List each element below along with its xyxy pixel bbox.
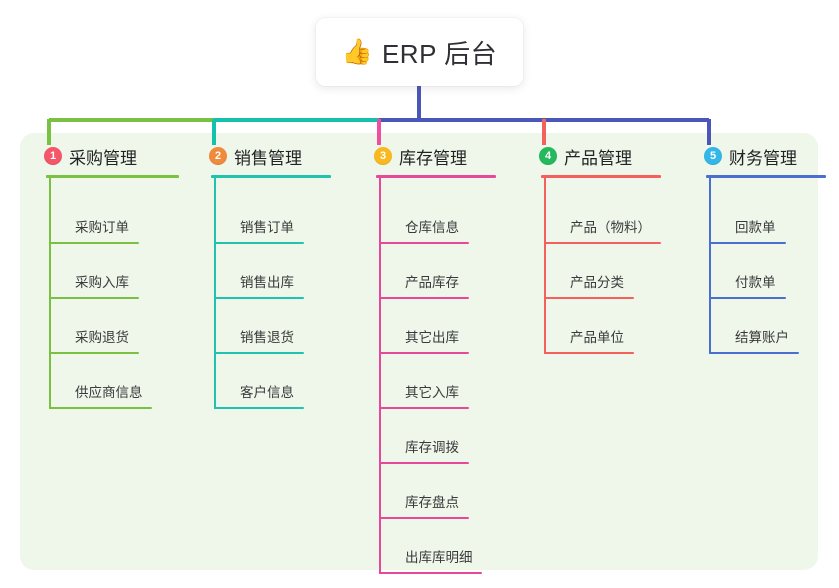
leaf-node-rule (379, 297, 469, 299)
leaf-node-rule (544, 242, 661, 244)
root-node-title: ERP 后台 (381, 38, 498, 69)
leaf-node-rule (49, 297, 139, 299)
leaf-node-rule (379, 572, 482, 574)
leaf-node[interactable]: 其它入库 (379, 365, 479, 420)
leaf-node-label: 供应商信息 (75, 385, 143, 400)
leaf-node[interactable]: 回款单 (709, 200, 796, 255)
root-node-erp-backend[interactable]: 👍 ERP 后台 (316, 18, 523, 86)
column-header-4[interactable]: 4 产品管理 (528, 143, 632, 169)
leaf-node-rule (214, 242, 304, 244)
column-header-rule (211, 175, 331, 178)
leaf-node[interactable]: 库存盘点 (379, 475, 479, 530)
column-header-2[interactable]: 2 销售管理 (198, 143, 302, 169)
column-badge-5: 5 (704, 147, 722, 165)
leaf-node-rule (49, 352, 139, 354)
leaf-node-label: 产品（物料） (570, 220, 651, 235)
leaf-node-label: 采购订单 (75, 220, 129, 235)
leaf-node-rule (709, 352, 799, 354)
leaf-node[interactable]: 采购退货 (49, 310, 149, 365)
leaf-node-rule (49, 407, 152, 409)
leaf-node-rule (379, 462, 469, 464)
leaf-node[interactable]: 客户信息 (214, 365, 314, 420)
column-title: 库存管理 (399, 148, 467, 168)
column-title: 产品管理 (564, 148, 632, 168)
leaf-node[interactable]: 结算账户 (709, 310, 809, 365)
leaf-node-label: 回款单 (735, 220, 776, 235)
leaf-node-label: 客户信息 (240, 385, 294, 400)
leaf-node-rule (709, 297, 786, 299)
leaf-node-label: 仓库信息 (405, 220, 459, 235)
column-badge-2: 2 (209, 147, 227, 165)
leaf-node-rule (544, 297, 634, 299)
leaf-node-rule (709, 242, 786, 244)
leaf-node[interactable]: 产品库存 (379, 255, 479, 310)
leaf-node-label: 销售退货 (240, 330, 294, 345)
leaf-node[interactable]: 采购入库 (49, 255, 149, 310)
column-title: 采购管理 (69, 148, 137, 168)
column-title: 财务管理 (729, 148, 797, 168)
leaf-node[interactable]: 仓库信息 (379, 200, 479, 255)
leaf-node-label: 产品库存 (405, 275, 459, 290)
leaf-node-rule (214, 407, 304, 409)
leaf-node-rule (379, 352, 469, 354)
leaf-node-rule (379, 407, 469, 409)
column-spine (544, 178, 546, 354)
column-header-rule (376, 175, 496, 178)
column-spine (379, 178, 381, 574)
leaf-node-label: 销售出库 (240, 275, 294, 290)
column-badge-3: 3 (374, 147, 392, 165)
column-1: 1 采购管理采购订单采购入库采购退货供应商信息 (33, 143, 179, 409)
leaf-node-label: 销售订单 (240, 220, 294, 235)
column-header-3[interactable]: 3 库存管理 (363, 143, 467, 169)
leaf-node-label: 采购退货 (75, 330, 129, 345)
leaf-node-label: 产品分类 (570, 275, 624, 290)
column-header-1[interactable]: 1 采购管理 (33, 143, 137, 169)
leaf-node-label: 出库库明细 (405, 550, 473, 565)
leaf-node[interactable]: 供应商信息 (49, 365, 162, 420)
column-header-5[interactable]: 5 财务管理 (693, 143, 797, 169)
leaf-node-label: 采购入库 (75, 275, 129, 290)
column-title: 销售管理 (234, 148, 302, 168)
leaf-node[interactable]: 产品单位 (544, 310, 644, 365)
leaf-node-label: 产品单位 (570, 330, 624, 345)
column-header-rule (541, 175, 661, 178)
leaf-node[interactable]: 出库库明细 (379, 530, 492, 585)
column-spine (709, 178, 711, 354)
column-badge-4: 4 (539, 147, 557, 165)
column-5: 5 财务管理回款单付款单结算账户 (693, 143, 826, 354)
leaf-node-label: 结算账户 (735, 330, 789, 345)
leaf-node-label: 库存盘点 (405, 495, 459, 510)
column-spine (214, 178, 216, 409)
column-header-rule (46, 175, 179, 178)
leaf-node-rule (214, 352, 304, 354)
leaf-node-label: 付款单 (735, 275, 776, 290)
leaf-node-label: 库存调拨 (405, 440, 459, 455)
column-3: 3 库存管理仓库信息产品库存其它出库其它入库库存调拨库存盘点出库库明细 (363, 143, 496, 574)
leaf-node-label: 其它入库 (405, 385, 459, 400)
column-4: 4 产品管理产品（物料） 产品分类产品单位 (528, 143, 661, 354)
leaf-node[interactable]: 销售订单 (214, 200, 314, 255)
leaf-node[interactable]: 产品（物料） (544, 200, 671, 255)
leaf-node-rule (49, 242, 139, 244)
leaf-node[interactable]: 库存调拨 (379, 420, 479, 475)
leaf-node-rule (379, 242, 469, 244)
leaf-node[interactable]: 销售出库 (214, 255, 314, 310)
leaf-node[interactable]: 采购订单 (49, 200, 149, 255)
column-header-rule (706, 175, 826, 178)
leaf-node[interactable]: 其它出库 (379, 310, 479, 365)
leaf-node-label: 其它出库 (405, 330, 459, 345)
column-badge-1: 1 (44, 147, 62, 165)
column-spine (49, 178, 51, 409)
leaf-node-rule (544, 352, 634, 354)
leaf-node[interactable]: 付款单 (709, 255, 796, 310)
leaf-node[interactable]: 产品分类 (544, 255, 644, 310)
thumbs-up-icon: 👍 (341, 37, 373, 66)
column-2: 2 销售管理销售订单销售出库销售退货客户信息 (198, 143, 331, 409)
diagram-panel (20, 133, 818, 570)
leaf-node[interactable]: 销售退货 (214, 310, 314, 365)
leaf-node-rule (214, 297, 304, 299)
leaf-node-rule (379, 517, 469, 519)
